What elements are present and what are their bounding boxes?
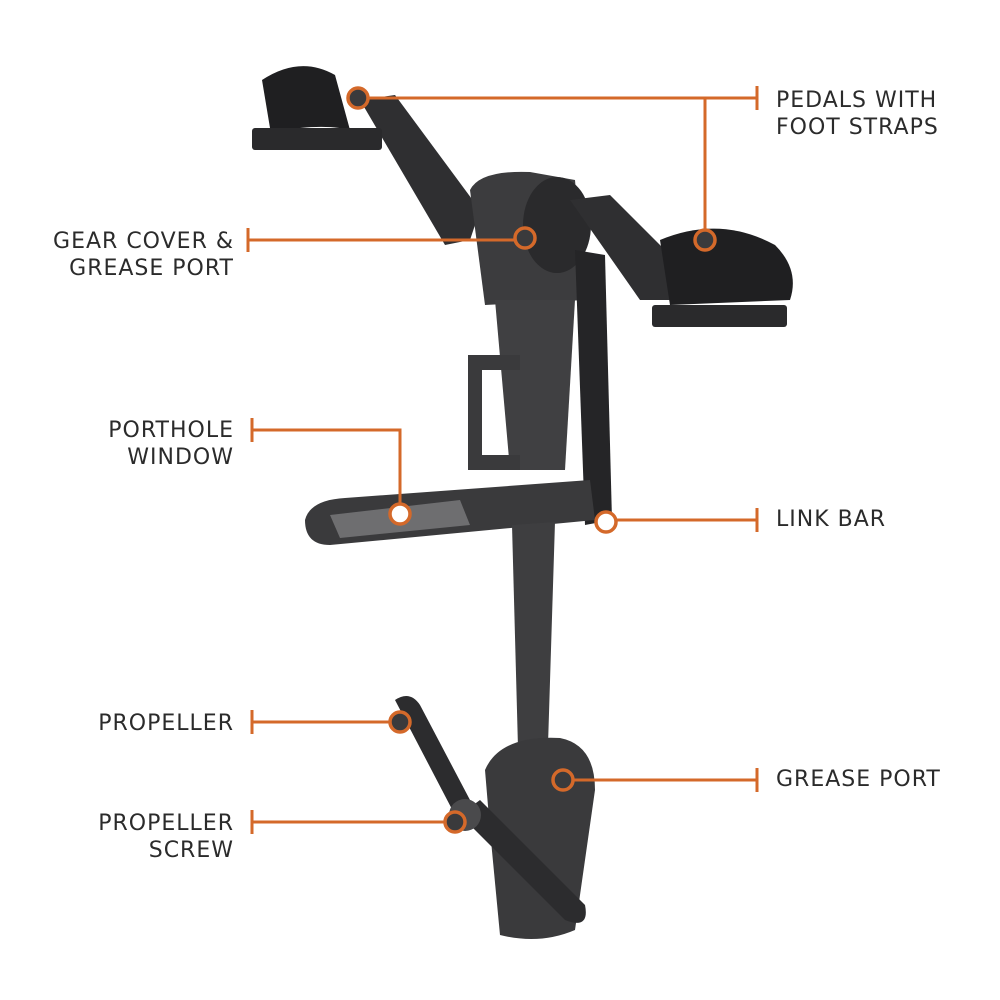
label-pedals-line1: PEDALS WITH [776, 88, 938, 113]
label-gear-cover-grease-port: GEAR COVER & GREASE PORT [53, 228, 234, 282]
pedals-left-ring [346, 86, 370, 110]
left-pedal-plate [252, 128, 382, 150]
left-crank-arm [360, 95, 480, 245]
callout-rings [346, 86, 717, 834]
label-gear-line1: GEAR COVER & [53, 229, 234, 254]
label-link-bar-line1: LINK BAR [776, 507, 887, 532]
grease-port-ring [551, 768, 575, 792]
propeller-screw-ring [443, 810, 467, 834]
carry-handle [468, 355, 520, 470]
mast-lower [512, 522, 555, 748]
label-grease-port-line1: GREASE PORT [776, 767, 941, 792]
propeller-blade-lower [460, 800, 586, 923]
mast-upper [495, 300, 575, 470]
right-pedal-strap [660, 228, 793, 305]
label-pedals-with-foot-straps: PEDALS WITH FOOT STRAPS [776, 87, 939, 141]
porthole-ring [388, 502, 412, 526]
label-propeller-screw: PROPELLER SCREW [98, 810, 234, 864]
porthole-leader [252, 428, 402, 512]
link-bar-shape [575, 250, 612, 525]
label-propeller: PROPELLER [98, 710, 234, 737]
callout-lines [246, 86, 759, 834]
label-propeller-line1: PROPELLER [98, 711, 234, 736]
propeller-blade-upper [395, 696, 470, 815]
label-screw-line1: PROPELLER [98, 811, 234, 836]
propeller-ring [388, 710, 412, 734]
label-porthole-line1: PORTHOLE [108, 418, 234, 443]
label-porthole-line2: WINDOW [127, 445, 234, 470]
drive-unit [252, 66, 793, 939]
label-link-bar: LINK BAR [776, 506, 886, 533]
right-pedal-plate [652, 305, 787, 327]
link-bar-ring [594, 510, 618, 534]
label-porthole-window: PORTHOLE WINDOW [108, 417, 234, 471]
right-crank-arm [570, 195, 690, 300]
left-pedal-strap [262, 66, 350, 140]
label-pedals-line2: FOOT STRAPS [776, 115, 939, 140]
label-screw-line2: SCREW [148, 838, 234, 863]
pedals-right-ring [693, 228, 717, 252]
label-grease-port: GREASE PORT [776, 766, 941, 793]
gear-cover-ring [513, 226, 537, 250]
label-gear-line2: GREASE PORT [69, 256, 234, 281]
